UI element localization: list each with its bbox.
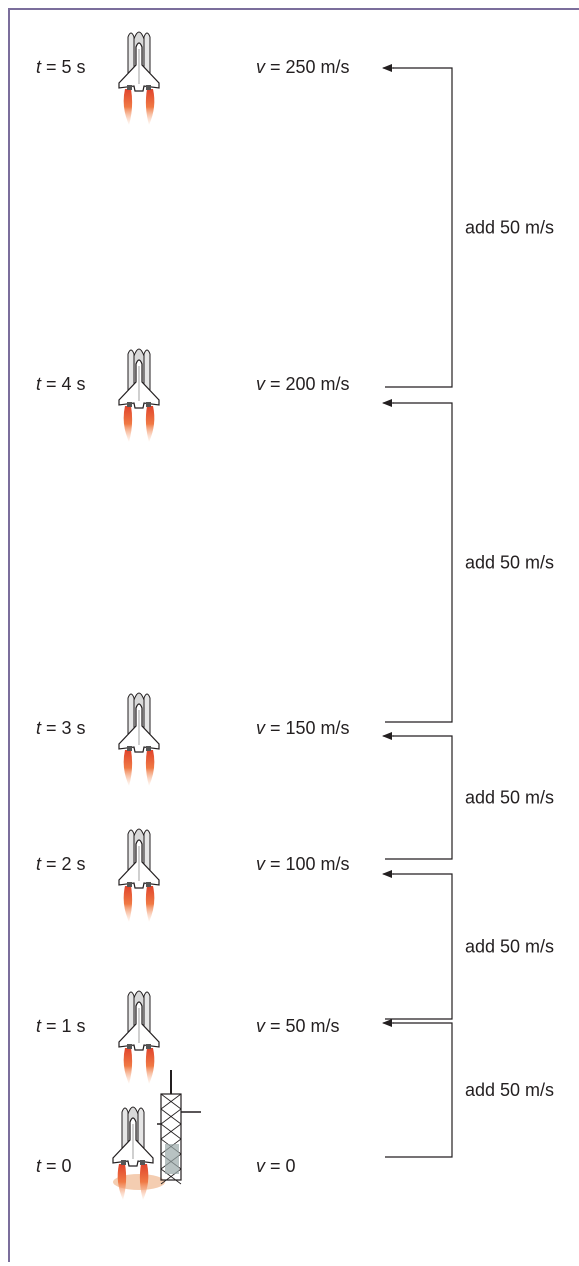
increment-bracket-line <box>385 1022 453 1158</box>
increment-bracket-line <box>385 402 453 723</box>
velocity-variable: v <box>256 1016 266 1036</box>
time-step-row: t = 3 s v = 150 m/s <box>36 692 350 786</box>
increment-label: add 50 m/s <box>465 788 554 808</box>
increment-bracket-line <box>385 67 453 388</box>
space-shuttle-icon <box>118 31 160 125</box>
time-value: = 5 s <box>41 57 86 77</box>
figure-frame <box>8 8 579 1262</box>
time-step-row: t = 4 s v = 200 m/s <box>36 348 350 442</box>
space-shuttle-icon <box>118 828 160 922</box>
time-variable: t <box>36 718 42 738</box>
increment-bracket-line <box>385 873 453 1020</box>
increment-connector: add 50 m/s <box>382 399 554 723</box>
increment-connector: add 50 m/s <box>382 870 554 1020</box>
velocity-value: = 150 m/s <box>265 718 350 738</box>
exhaust-flame-right <box>145 750 155 786</box>
space-shuttle-icon <box>112 1106 154 1200</box>
increment-label: add 50 m/s <box>465 1080 554 1100</box>
time-label: t = 5 s <box>36 57 86 77</box>
time-variable: t <box>36 854 42 874</box>
time-step-row: t = 5 s v = 250 m/s <box>36 31 350 125</box>
velocity-value: = 100 m/s <box>265 854 350 874</box>
time-value: = 1 s <box>41 1016 86 1036</box>
time-label: t = 0 <box>36 1156 72 1176</box>
exhaust-flame-right <box>145 1048 155 1084</box>
time-step-row: t = 1 s v = 50 m/s <box>36 990 340 1084</box>
time-value: = 4 s <box>41 374 86 394</box>
velocity-label: v = 150 m/s <box>256 718 350 738</box>
increment-label: add 50 m/s <box>465 553 554 573</box>
velocity-label: v = 50 m/s <box>256 1016 340 1036</box>
velocity-variable: v <box>256 1156 266 1176</box>
time-variable: t <box>36 57 42 77</box>
exhaust-flame-right <box>139 1164 149 1200</box>
increment-label: add 50 m/s <box>465 937 554 957</box>
increment-connector: add 50 m/s <box>382 64 554 388</box>
velocity-label: v = 250 m/s <box>256 57 350 77</box>
exhaust-flame-left <box>117 1164 127 1200</box>
increment-connector: add 50 m/s <box>382 732 554 860</box>
exhaust-flame-right <box>145 89 155 125</box>
time-variable: t <box>36 1156 42 1176</box>
increment-label: add 50 m/s <box>465 218 554 238</box>
time-label: t = 4 s <box>36 374 86 394</box>
time-variable: t <box>36 374 42 394</box>
velocity-value: = 50 m/s <box>265 1016 340 1036</box>
time-step-row: t = 2 s v = 100 m/s <box>36 828 350 922</box>
exhaust-flame-right <box>145 886 155 922</box>
space-shuttle-icon <box>118 348 160 442</box>
velocity-value: = 0 <box>265 1156 296 1176</box>
time-value: = 0 <box>41 1156 72 1176</box>
exhaust-flame-left <box>123 750 133 786</box>
velocity-label: v = 200 m/s <box>256 374 350 394</box>
velocity-variable: v <box>256 854 266 874</box>
increment-connector: add 50 m/s <box>382 1019 554 1158</box>
exhaust-flame-left <box>123 406 133 442</box>
exhaust-flame-right <box>145 406 155 442</box>
velocity-variable: v <box>256 374 266 394</box>
time-label: t = 1 s <box>36 1016 86 1036</box>
time-label: t = 3 s <box>36 718 86 738</box>
time-variable: t <box>36 1016 42 1036</box>
launch-tower-icon <box>113 1070 201 1190</box>
velocity-label: v = 0 <box>256 1156 296 1176</box>
exhaust-flame-left <box>123 886 133 922</box>
exhaust-flame-left <box>123 1048 133 1084</box>
velocity-value: = 200 m/s <box>265 374 350 394</box>
time-label: t = 2 s <box>36 854 86 874</box>
increment-bracket-line <box>385 735 453 860</box>
velocity-variable: v <box>256 57 266 77</box>
time-value: = 3 s <box>41 718 86 738</box>
time-value: = 2 s <box>41 854 86 874</box>
velocity-variable: v <box>256 718 266 738</box>
space-shuttle-icon <box>118 692 160 786</box>
space-shuttle-icon <box>118 990 160 1084</box>
exhaust-flame-left <box>123 89 133 125</box>
velocity-value: = 250 m/s <box>265 57 350 77</box>
velocity-label: v = 100 m/s <box>256 854 350 874</box>
